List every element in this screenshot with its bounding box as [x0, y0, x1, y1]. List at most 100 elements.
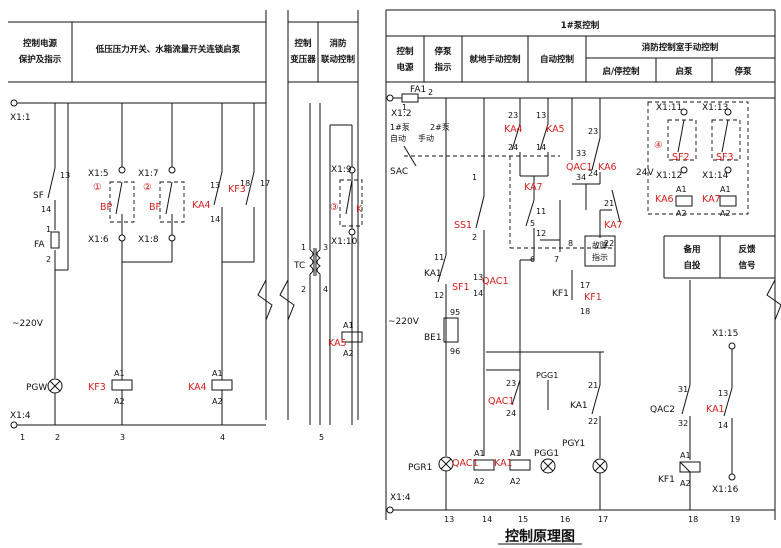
svg-text:④: ④: [654, 140, 663, 151]
svg-text:14: 14: [718, 421, 728, 430]
hdr-left-1a: 控制电源: [23, 38, 58, 49]
svg-text:2: 2: [428, 88, 433, 97]
svg-text:X1:12: X1:12: [656, 171, 682, 181]
svg-text:KF1: KF1: [658, 475, 675, 485]
svg-text:21: 21: [604, 199, 614, 208]
svg-text:12: 12: [434, 291, 444, 300]
svg-text:4: 4: [323, 285, 328, 294]
svg-text:13: 13: [210, 181, 220, 190]
svg-text:启泵: 启泵: [675, 66, 693, 77]
svg-text:19: 19: [730, 515, 740, 524]
svg-text:信号: 信号: [738, 260, 756, 271]
svg-text:故障: 故障: [592, 240, 608, 250]
label-qac1-a: QAC1: [566, 162, 593, 173]
hdr-left-2: 低压压力开关、水箱流量开关连锁启泵: [95, 44, 241, 55]
svg-text:A1: A1: [343, 321, 354, 330]
svg-text:1: 1: [402, 103, 407, 112]
svg-text:18: 18: [240, 179, 250, 188]
svg-text:启/停控制: 启/停控制: [602, 66, 640, 77]
svg-text:13: 13: [60, 171, 70, 180]
label-ka5-coil: KA5: [328, 338, 347, 349]
svg-text:23: 23: [506, 379, 516, 388]
svg-text:13: 13: [536, 111, 546, 120]
svg-text:X1:10: X1:10: [331, 237, 358, 247]
svg-text:A2: A2: [720, 209, 731, 218]
svg-text:A1: A1: [212, 369, 223, 378]
svg-text:A1: A1: [676, 185, 687, 194]
svg-text:24: 24: [588, 169, 598, 178]
label-sac: SAC: [390, 167, 408, 177]
svg-text:23: 23: [508, 111, 518, 120]
svg-text:KA1: KA1: [424, 269, 442, 279]
label-ka4-coil: KA4: [188, 382, 207, 393]
svg-text:A1: A1: [474, 449, 485, 458]
label-x1-1: X1:1: [10, 113, 31, 123]
svg-text:①: ①: [93, 182, 102, 193]
svg-text:停泵: 停泵: [434, 46, 452, 57]
label-220v-left: ~220V: [12, 319, 44, 329]
svg-text:4: 4: [220, 433, 225, 442]
label-bp: BP: [100, 202, 113, 213]
svg-text:X1:6: X1:6: [88, 235, 109, 245]
svg-text:X1:4: X1:4: [390, 493, 411, 503]
label-bf: BF: [149, 202, 161, 213]
label-ka1-coil: KA1: [494, 458, 513, 469]
svg-text:2#泵: 2#泵: [430, 123, 450, 132]
svg-text:备用: 备用: [682, 244, 700, 255]
svg-text:14: 14: [473, 289, 483, 298]
label-ka1-right: KA1: [706, 404, 725, 415]
svg-text:15: 15: [518, 515, 528, 524]
svg-text:1: 1: [20, 433, 25, 442]
svg-text:24: 24: [506, 409, 516, 418]
label-ka6-coil: KA6: [655, 194, 674, 205]
svg-text:17: 17: [260, 179, 270, 188]
hdr-right-group: 消防控制室手动控制: [642, 42, 719, 53]
svg-text:22: 22: [604, 239, 614, 248]
svg-text:24V: 24V: [636, 168, 654, 178]
svg-text:联动控制: 联动控制: [321, 54, 356, 65]
label-sf: SF: [33, 191, 44, 201]
label-ka7-coil: KA7: [702, 194, 721, 205]
svg-text:3: 3: [120, 433, 125, 442]
label-sf1: SF1: [452, 282, 470, 293]
label-kf3-coil: KF3: [88, 382, 106, 393]
label-ka7-b: KA7: [604, 220, 623, 231]
svg-text:PGG1: PGG1: [534, 449, 559, 459]
svg-text:A2: A2: [680, 479, 691, 488]
svg-text:自动控制: 自动控制: [540, 54, 575, 65]
svg-text:A2: A2: [114, 397, 125, 406]
svg-text:反馈: 反馈: [738, 244, 756, 255]
svg-text:95: 95: [450, 308, 460, 317]
svg-text:A2: A2: [474, 477, 485, 486]
svg-text:1#泵: 1#泵: [390, 123, 410, 132]
label-ka6-a: KA6: [598, 162, 617, 173]
label-sf3: SF3: [716, 152, 734, 163]
svg-text:PGR1: PGR1: [408, 463, 432, 473]
label-x1-4-left: X1:4: [10, 411, 31, 421]
svg-text:A1: A1: [720, 185, 731, 194]
label-ka4-left: KA4: [192, 200, 211, 211]
svg-text:17: 17: [580, 281, 590, 290]
svg-text:A2: A2: [212, 397, 223, 406]
svg-text:13: 13: [444, 515, 454, 524]
svg-text:A2: A2: [510, 477, 521, 486]
svg-text:2: 2: [46, 255, 51, 264]
label-kf1-a: KF1: [584, 292, 602, 303]
svg-text:QAC2: QAC2: [650, 405, 675, 415]
svg-text:12: 12: [536, 229, 546, 238]
svg-text:21: 21: [588, 381, 598, 390]
svg-text:96: 96: [450, 347, 460, 356]
label-pgw: PGW: [26, 383, 47, 393]
svg-text:34: 34: [576, 173, 586, 182]
svg-text:1: 1: [301, 243, 306, 252]
footer-title: 控制原理图: [505, 528, 575, 545]
svg-text:13: 13: [473, 273, 483, 282]
svg-text:16: 16: [560, 515, 570, 524]
label-ss1: SS1: [454, 220, 472, 231]
label-tc: TC: [293, 261, 305, 271]
svg-text:FA1: FA1: [410, 85, 426, 95]
label-qac1-b: QAC1: [482, 276, 509, 287]
svg-text:KA1: KA1: [570, 401, 588, 411]
svg-text:变压器: 变压器: [290, 54, 316, 65]
